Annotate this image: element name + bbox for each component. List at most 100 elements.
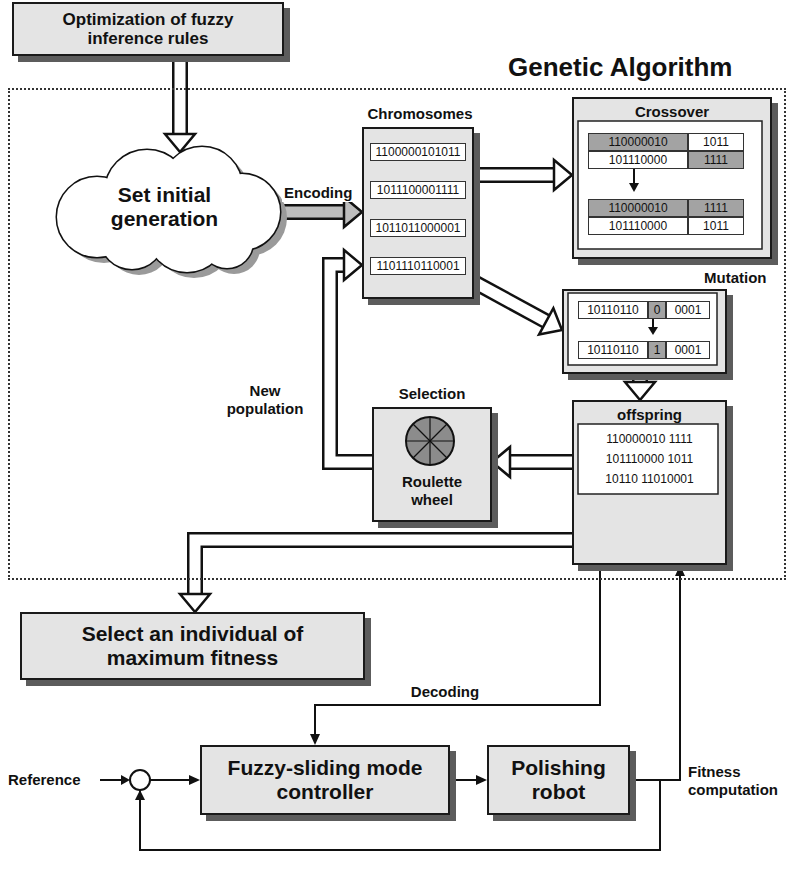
text-slot: 1111 (688, 199, 744, 217)
block-arrow (492, 447, 572, 477)
node-heading: Chromosomes (352, 105, 488, 123)
node-heading: offspring (574, 406, 725, 424)
node-label: Set initial generation (70, 183, 260, 231)
block-arrow (474, 160, 572, 190)
node-text: 110000010 (588, 133, 688, 151)
text-slot: 1011 (688, 133, 744, 151)
text-slot: 101110000 (588, 217, 688, 235)
text-slot: 110000010 (588, 199, 688, 217)
reference-arrowhead (121, 775, 130, 785)
text-slot: 1011011000001 (370, 219, 466, 237)
mutation-arrowhead (648, 327, 658, 335)
node-text: 0001 (666, 301, 710, 319)
node-text: Roulette wheel (388, 473, 476, 509)
node-text: 101110000 (588, 151, 688, 169)
text-slot: 0001 (666, 301, 710, 319)
text-slot: 10110110 (578, 341, 648, 359)
signal-label: Reference (8, 771, 98, 789)
text-slot: Genetic Algorithm (508, 52, 778, 83)
block-arrow (180, 540, 572, 612)
node-heading: Crossover (574, 103, 770, 121)
node-text: 10110110 (578, 341, 648, 359)
node-heading: Genetic Algorithm (508, 52, 778, 83)
chromosome-box: Chromosomes11000001010111011100001111101… (362, 127, 474, 299)
mutation-arrow (652, 318, 654, 328)
text-slot: New population (215, 382, 315, 418)
node-text: 10110 11010001 (586, 470, 713, 488)
node-text: 1111 (688, 199, 744, 217)
text-slot: 1100000101011 (370, 143, 466, 161)
node-heading: Mutation (704, 269, 776, 287)
text-slot: Roulette wheel (388, 473, 476, 509)
signal-arrow (630, 565, 685, 780)
text-slot: 0001 (666, 341, 710, 359)
node-text: 110000010 (588, 199, 688, 217)
text-slot: 10110110 (578, 301, 648, 319)
node-text: 1101110110001 (370, 257, 466, 275)
signal-arrow (450, 775, 487, 785)
text-slot: 1101110110001 (370, 257, 466, 275)
node-label: Fuzzy-sliding mode controller (212, 756, 438, 804)
text-slot: Fitness computation (686, 763, 788, 799)
text-slot: Decoding (400, 683, 490, 701)
text-slot: 110000010 1111 (586, 430, 713, 448)
text-slot: 1 (648, 341, 666, 359)
edge-label: New population (215, 382, 315, 418)
offspring-box: offspring110000010 1111101110000 1011101… (572, 400, 727, 565)
block-arrow (625, 374, 655, 400)
text-slot: Chromosomes (352, 105, 488, 123)
selection-box: SelectionRoulette wheel (372, 407, 492, 522)
node-text: 1011100001111 (370, 181, 466, 199)
mutation-box: Mutation10110110000011011011010001 (562, 289, 727, 374)
node-text: 1100000101011 (370, 143, 466, 161)
block-arrow (474, 282, 562, 335)
node-text: 1 (648, 341, 666, 359)
text-slot: 101110000 (588, 151, 688, 169)
text-slot: Encoding (282, 184, 354, 202)
node-text: 101110000 (588, 217, 688, 235)
edge-label: Fitness computation (686, 763, 788, 799)
node-text: 0 (648, 301, 666, 319)
process-box: Select an individual of maximum fitness (20, 612, 365, 680)
text-slot: Reference (8, 771, 98, 789)
node-text: 110000010 1111 (586, 430, 713, 448)
node-label: Optimization of fuzzy inference rules (24, 10, 272, 48)
node-text: 1011 (688, 217, 744, 235)
text-slot: 1011 (688, 217, 744, 235)
node-text: 10110110 (578, 301, 648, 319)
node-label: Select an individual of maximum fitness (32, 622, 353, 670)
plant-box: Polishing robot (487, 745, 630, 815)
text-slot: 110000010 (588, 133, 688, 151)
crossover-box: Crossover1100000101011101110000111111000… (572, 97, 772, 259)
summing-junction (130, 770, 150, 790)
node-heading: Selection (372, 385, 492, 403)
edge-label: Encoding (282, 184, 354, 202)
reference-line (100, 779, 122, 781)
text-slot: 1111 (688, 151, 744, 169)
algorithm-region: Genetic AlgorithmSet initial generationC… (8, 88, 786, 580)
node-label: Polishing robot (499, 756, 618, 804)
controller-box: Fuzzy-sliding mode controller (200, 745, 450, 815)
offspring-panel (578, 424, 718, 494)
text-slot: 1011100001111 (370, 181, 466, 199)
edge-label: Decoding (400, 683, 490, 701)
crossover-arrowhead (629, 183, 639, 192)
text-slot: Selection (372, 385, 492, 403)
feedback-arrowhead (135, 790, 145, 800)
text-slot: offspring (574, 406, 725, 424)
crossover-arrow (633, 169, 635, 184)
process-box: Optimization of fuzzy inference rules (12, 2, 284, 56)
text-slot: Crossover (574, 103, 770, 121)
text-slot: 0 (648, 301, 666, 319)
text-slot: 10110 11010001 (586, 470, 713, 488)
node-text: 0001 (666, 341, 710, 359)
cloud-shape: Set initial generation (37, 142, 292, 272)
roulette-wheel (406, 417, 454, 465)
block-arrow (165, 56, 195, 152)
node-text: 1011011000001 (370, 219, 466, 237)
node-text: 1111 (688, 151, 744, 169)
node-text: 1011 (688, 133, 744, 151)
text-slot: Mutation (704, 269, 776, 287)
crossover-panel (578, 121, 762, 249)
